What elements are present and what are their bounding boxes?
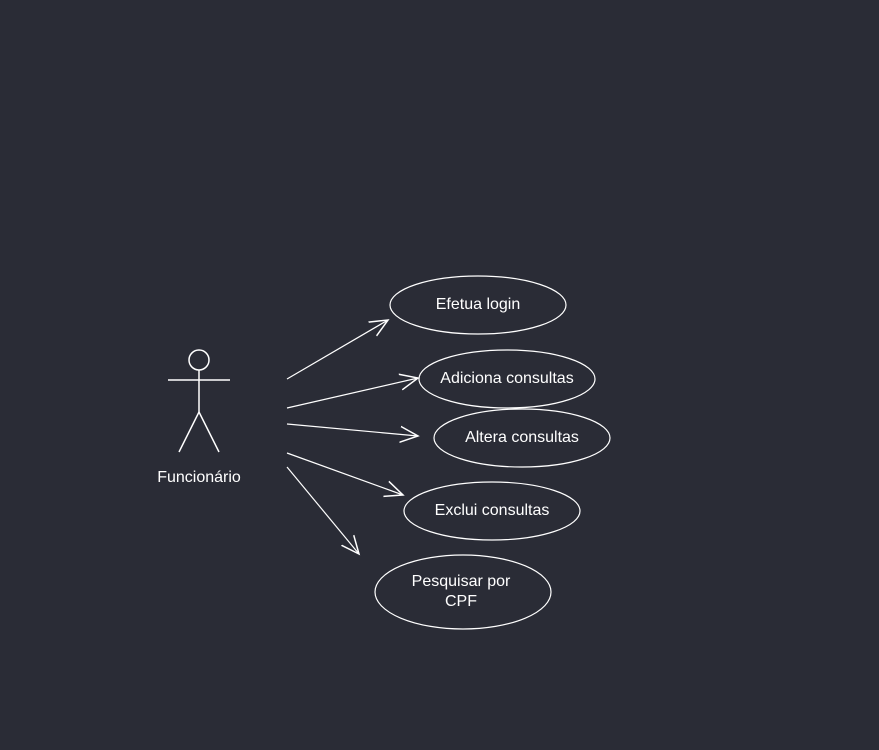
- association-arrow-altera-consultas: [286, 423, 418, 436]
- use-case-label-altera-consultas: Altera consultas: [465, 429, 579, 446]
- use-case-altera-consultas[interactable]: [433, 408, 611, 468]
- use-case-label-efetua-login: Efetua login: [435, 296, 521, 313]
- actor-figure[interactable]: [168, 349, 230, 453]
- use-case-efetua-login[interactable]: [389, 275, 567, 335]
- use-case-label-pesquisar-cpf: Pesquisar por CPF: [411, 573, 511, 610]
- use-case-label-exclui-consultas: Exclui consultas: [434, 502, 550, 519]
- use-case-pesquisar-cpf[interactable]: [374, 554, 552, 630]
- use-case-label-adiciona-consultas: Adiciona consultas: [440, 370, 574, 387]
- actor-right-leg: [198, 411, 220, 453]
- use-case-exclui-consultas[interactable]: [403, 481, 581, 541]
- association-arrow-exclui-consultas: [286, 452, 403, 495]
- association-arrow-adiciona-consultas: [286, 378, 418, 409]
- use-case-adiciona-consultas[interactable]: [418, 349, 596, 409]
- actor-label: Funcionário: [157, 469, 241, 486]
- actor-head: [188, 349, 210, 371]
- association-arrow-pesquisar-cpf: [286, 466, 359, 554]
- association-arrow-efetua-login: [286, 320, 388, 380]
- actor-left-leg: [178, 411, 200, 453]
